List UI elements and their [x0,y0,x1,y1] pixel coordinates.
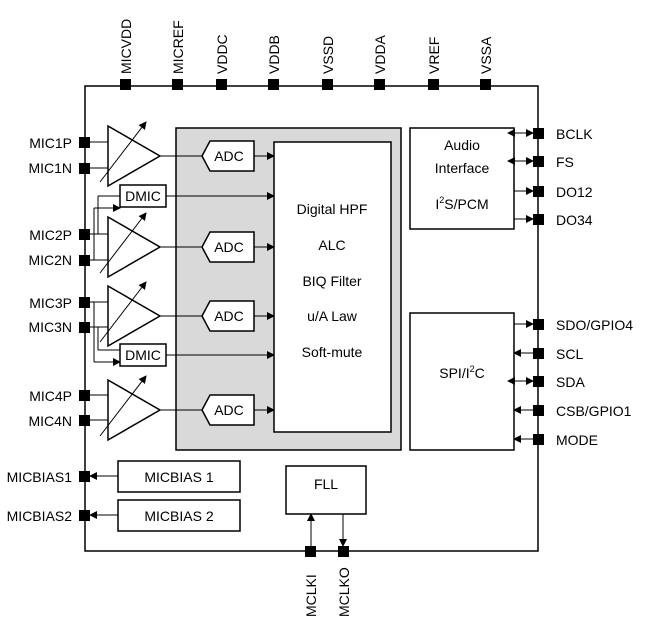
pin-label-mic1n: MIC1N [28,160,72,176]
dsp-line-law: u/A Law [307,308,358,324]
dsp-line-alc: ALC [318,237,345,253]
dmic-2-label: DMIC [125,347,161,363]
pin-label-mic3n: MIC3N [28,319,72,335]
pin-label-mic4p: MIC4P [29,388,72,404]
adc-4-label: ADC [214,402,244,418]
pin-label-do12: DO12 [556,184,593,200]
adc-1-label: ADC [214,148,244,164]
dsp-line-hpf: Digital HPF [297,201,368,217]
pin-label-scl: SCL [556,346,583,362]
top-pin-label: MICREF [170,20,186,74]
left-pin-labels: MIC1P MIC1N MIC2P MIC2N MIC3P MIC3N MIC4… [7,135,73,524]
audio-interface-line1: Audio [444,137,480,153]
pin-vdda [374,79,385,90]
dsp-block [273,141,392,433]
pin-label-mclko: MCLKO [336,567,352,617]
pin-bclk [533,128,544,139]
pin-label-mclki: MCLKI [303,574,319,617]
top-pin-labels: MICVDD MICREF VDDC VDDB VSSD VDDA VREF V… [118,19,494,74]
pin-mic4n [79,415,90,426]
pin-mic2p [79,229,90,240]
pin-csb-gpio1 [533,405,544,416]
pin-mic4p [79,390,90,401]
pin-label-sdo-gpio4: SDO/GPIO4 [556,317,633,333]
top-pin-label: VREF [426,37,442,74]
pin-micbias1 [79,471,90,482]
pin-mclko [338,546,349,557]
pin-label-do34: DO34 [556,212,593,228]
pin-label-csb-gpio1: CSB/GPIO1 [556,403,632,419]
pin-do34 [533,214,544,225]
micbias-1-block [117,460,241,493]
pin-scl [533,348,544,359]
spi-i2c-block [409,312,515,451]
micbias-2-label: MICBIAS 2 [144,508,213,524]
pin-label-sda: SDA [556,374,585,390]
pin-label-mic2n: MIC2N [28,252,72,268]
pin-do12 [533,186,544,197]
pin-mic3n [79,322,90,333]
pin-mode [533,434,544,445]
top-pin-label: VSSA [478,36,494,74]
audio-interface-block [409,127,515,230]
pin-vssa [480,79,491,90]
pin-vssd [322,79,333,90]
spi-i2c-label: SPI/I2C [439,364,485,381]
pin-label-mic1p: MIC1P [29,135,72,151]
pin-mic3p [79,297,90,308]
pin-mic2n [79,255,90,266]
pin-micref [172,79,183,90]
fll-label: FLL [314,476,338,492]
amplifier-2 [107,215,162,279]
fll-block [285,465,367,515]
amplifier-3 [107,284,162,348]
top-pin-label: VDDB [266,35,282,74]
adc-3-label: ADC [214,308,244,324]
dmic-1-label: DMIC [125,188,161,204]
dsp-line-mute: Soft-mute [302,344,363,360]
pin-micbias2 [79,510,90,521]
i2s-pcm-label: I2S/PCM [435,195,488,212]
top-pin-label: VDDA [372,34,388,74]
pin-label-mic3p: MIC3P [29,295,72,311]
amplifier-1 [107,124,162,188]
pin-vref [428,79,439,90]
amplifier-4 [107,378,162,442]
micbias-1-label: MICBIAS 1 [144,469,213,485]
dsp-line-biq: BIQ Filter [302,273,361,289]
pin-mclki [305,546,316,557]
right-pins [533,128,544,445]
dsp-functions: Digital HPF ALC BIQ Filter u/A Law Soft-… [297,201,368,360]
dmic-wiring [93,195,121,366]
pin-label-fs: FS [556,154,574,170]
right-pin-labels: BCLK FS DO12 DO34 SDO/GPIO4 SCL SDA CSB/… [556,126,633,448]
top-pin-label: VDDC [214,34,230,74]
adc-2-label: ADC [214,239,244,255]
pin-mic1p [79,137,90,148]
pin-vddb [268,79,279,90]
pga-amplifiers [90,121,162,442]
pin-label-mic2p: MIC2P [29,227,72,243]
top-pin-label: VSSD [320,36,336,74]
pin-label-mic4n: MIC4N [28,413,72,429]
pin-label-micbias2: MICBIAS2 [7,508,73,524]
pin-vddc [216,79,227,90]
pin-micvdd [120,79,131,90]
micbias-2-block [117,499,241,532]
audio-interface-line2: Interface [435,160,490,176]
pin-label-micbias1: MICBIAS1 [7,469,73,485]
pin-sda [533,376,544,387]
pin-label-mode: MODE [556,432,598,448]
top-pin-label: MICVDD [118,19,134,74]
pin-sdo-gpio4 [533,319,544,330]
top-pins [120,79,491,90]
pin-label-bclk: BCLK [556,126,593,142]
pin-fs [533,156,544,167]
left-pins [79,137,90,521]
pin-mic1n [79,163,90,174]
